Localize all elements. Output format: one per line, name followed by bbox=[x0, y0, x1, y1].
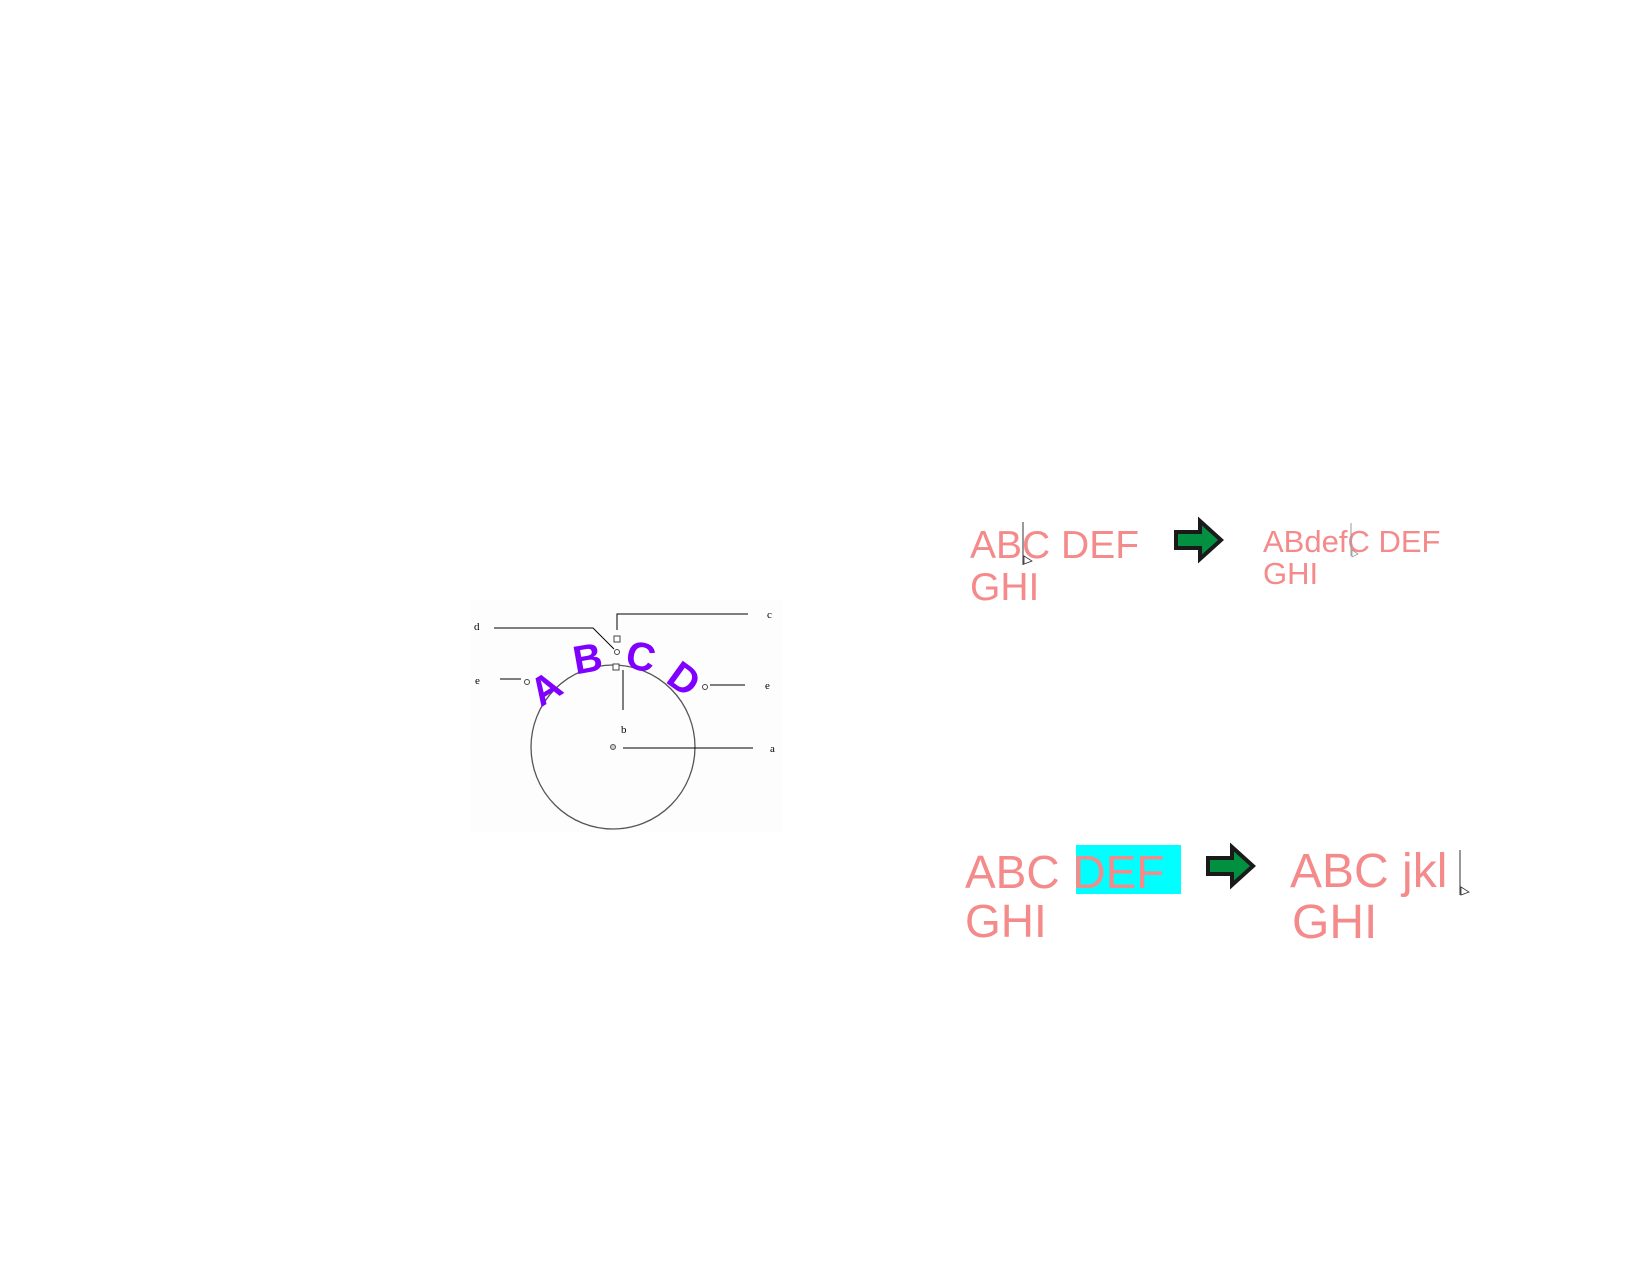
cursor-marker-icon bbox=[1351, 549, 1359, 558]
after-line-2: GHI bbox=[1263, 556, 1318, 591]
cursor-marker-icon bbox=[1023, 555, 1033, 565]
offset-handle[interactable] bbox=[614, 649, 620, 655]
insert-example: ABC DEF GHI ABdefC DEF GHI bbox=[970, 516, 1440, 609]
label-d: d bbox=[474, 621, 480, 633]
text-on-circle-diagram: A B C D a b c d e e bbox=[470, 600, 782, 832]
label-e-right: e bbox=[765, 680, 770, 692]
selection-highlight bbox=[1076, 845, 1181, 894]
before-line-1: ABC DEF bbox=[965, 846, 1164, 898]
after-line-1: ABC jkl bbox=[1290, 845, 1447, 898]
label-c: c bbox=[767, 609, 772, 621]
before-line-2: GHI bbox=[970, 566, 1039, 609]
cursor-marker-icon bbox=[1460, 886, 1470, 896]
diagram-background bbox=[470, 600, 782, 832]
center-handle[interactable] bbox=[610, 744, 616, 750]
before-line-2: GHI bbox=[965, 895, 1047, 947]
rotate-handle[interactable] bbox=[613, 635, 621, 643]
leader-line-d bbox=[494, 627, 615, 650]
right-end-handle[interactable] bbox=[702, 684, 708, 690]
start-handle[interactable] bbox=[612, 663, 620, 671]
after-line-2: GHI bbox=[1292, 896, 1377, 949]
replace-example: ABC DEF GHI ABC jkl GHI bbox=[965, 842, 1470, 949]
label-b: b bbox=[621, 724, 627, 736]
before-line-1: ABC DEF bbox=[970, 524, 1139, 567]
arrow-right-icon bbox=[1174, 516, 1224, 564]
leader-line-c bbox=[616, 613, 748, 630]
label-a: a bbox=[770, 743, 775, 755]
before-prefix: ABC bbox=[965, 846, 1072, 898]
selected-text: DEF bbox=[1072, 846, 1164, 898]
left-end-handle[interactable] bbox=[524, 679, 530, 685]
label-e-left: e bbox=[475, 675, 480, 687]
arrow-right-icon bbox=[1206, 842, 1256, 890]
